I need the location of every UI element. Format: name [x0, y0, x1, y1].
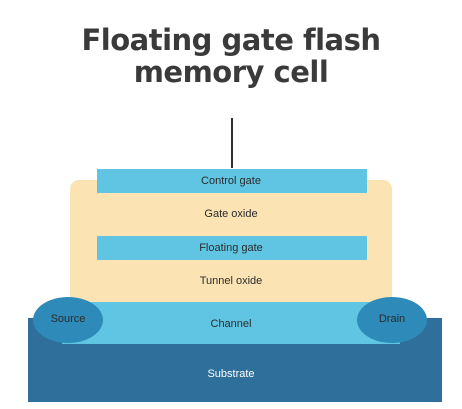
floating-gate-bar [97, 236, 367, 260]
diagram-title-line-1: Floating gate flash [81, 23, 381, 57]
substrate-label: Substrate [207, 368, 255, 380]
gate-oxide-label: Gate oxide [204, 208, 258, 220]
channel-region [62, 302, 400, 344]
source-region [33, 297, 103, 343]
control-gate-label: Control gate [201, 175, 261, 187]
source-label: Source [50, 313, 86, 325]
drain-label: Drain [378, 313, 406, 325]
channel-label: Channel [210, 318, 252, 330]
tunnel-oxide-label: Tunnel oxide [199, 275, 263, 287]
floating-gate-label: Floating gate [199, 242, 263, 254]
control-gate-bar [97, 169, 367, 193]
drain-region [357, 297, 427, 343]
diagram-title-line-2: memory cell [133, 55, 329, 89]
gate-terminal-wire [231, 118, 233, 168]
